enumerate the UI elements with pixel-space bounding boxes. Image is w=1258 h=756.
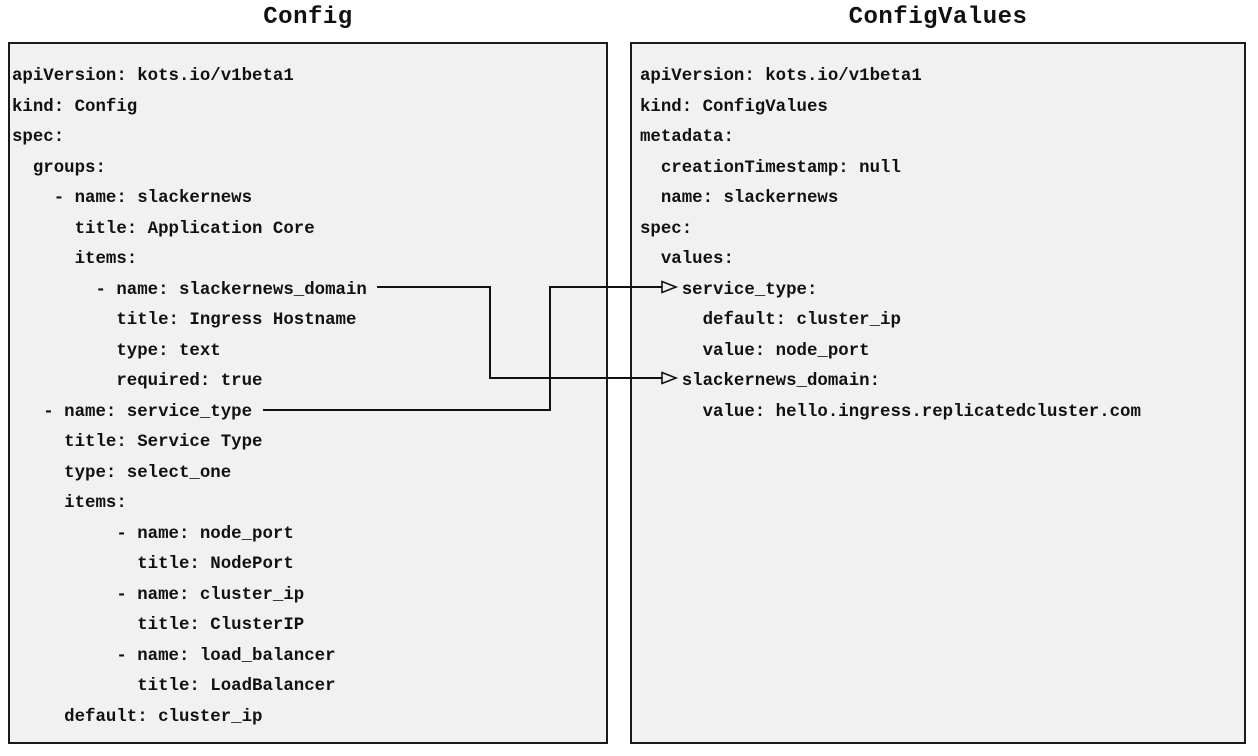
config-yaml-box: apiVersion: kots.io/v1beta1 kind: Config… [8, 42, 608, 744]
configvalues-yaml-code: apiVersion: kots.io/v1beta1 kind: Config… [640, 67, 1141, 422]
configvalues-yaml-box: apiVersion: kots.io/v1beta1 kind: Config… [630, 42, 1246, 744]
configvalues-panel-title: ConfigValues [848, 4, 1028, 31]
config-panel-title: Config [263, 4, 353, 31]
config-yaml-code: apiVersion: kots.io/v1beta1 kind: Config… [12, 67, 367, 727]
